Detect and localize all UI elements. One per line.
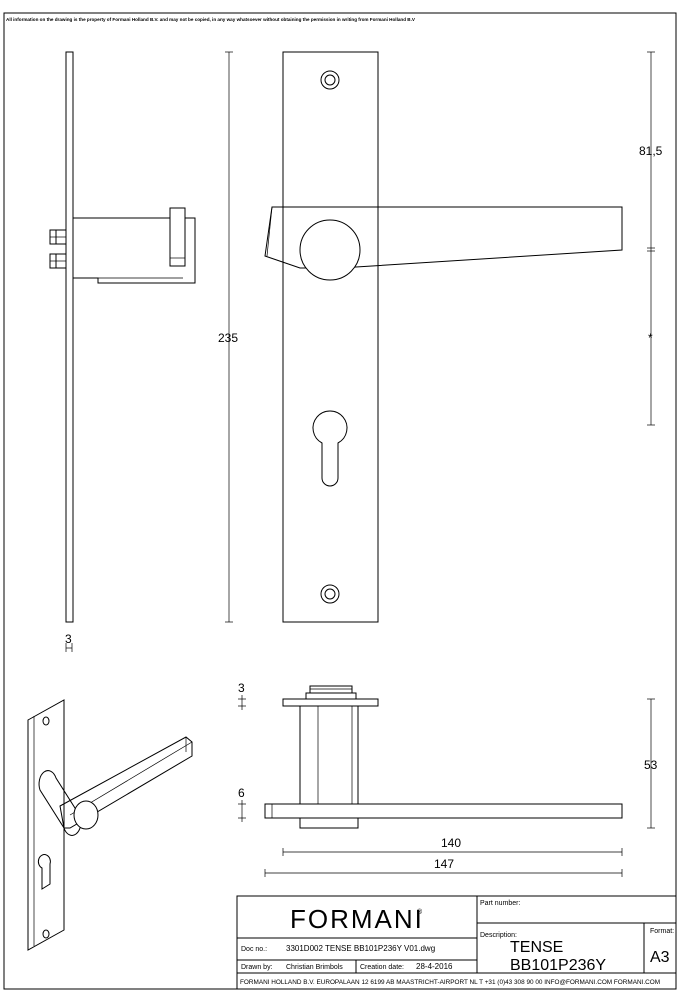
- brand-mark: ®: [417, 908, 423, 916]
- company-footer: FORMANI HOLLAND B.V. EUROPALAAN 12 6199 …: [240, 979, 660, 986]
- creation-date-value: 28-4-2016: [416, 962, 453, 971]
- dim-projection: 53: [644, 758, 658, 772]
- top-screw-outer: [320, 70, 340, 90]
- top-lower-boss: [299, 817, 359, 829]
- iso-screw-bottom: [42, 929, 50, 939]
- bottom-screw-outer: [320, 584, 340, 604]
- format-label: Format:: [650, 928, 674, 935]
- side-view: 3: [49, 51, 196, 652]
- description-label: Description:: [480, 932, 517, 939]
- top-view: [264, 685, 623, 829]
- bottom-screw-inner: [324, 588, 336, 600]
- doc-no-value: 3301D002 TENSE BB101P236Y V01.dwg: [286, 944, 435, 953]
- dim-asterisk: *: [648, 331, 653, 345]
- brand-logo: FORMANI: [290, 904, 424, 934]
- iso-screw-top: [42, 716, 50, 726]
- dim-side-thickness: 3: [65, 632, 72, 646]
- top-clip-1: [309, 685, 353, 694]
- front-rose: [299, 219, 361, 281]
- iso-plate: [27, 699, 65, 951]
- dim-lever-total: 147: [434, 857, 454, 871]
- creation-date-label: Creation date:: [360, 964, 404, 971]
- top-rose-plate: [282, 698, 379, 707]
- dim-lever-length: 140: [441, 836, 461, 850]
- dim-height-group: 235: [218, 51, 238, 623]
- description-line1: TENSE: [510, 939, 563, 956]
- drawn-by-label: Drawn by:: [241, 964, 273, 971]
- part-number-label: Part number:: [480, 900, 521, 907]
- front-plate: [282, 51, 379, 623]
- dim-top-view-group: 3 6 53 140 147: [238, 681, 658, 877]
- side-spindle-clips: [49, 229, 67, 269]
- side-handle-body-2: [73, 217, 196, 284]
- top-screw-inner: [324, 74, 336, 86]
- dim-height-total: 235: [218, 331, 238, 345]
- iso-view: [27, 699, 193, 951]
- front-view: [264, 51, 623, 623]
- disclaimer-text: All information on the drawing is the pr…: [6, 17, 416, 22]
- iso-knob: [73, 800, 99, 830]
- side-handle-cap: [169, 207, 186, 267]
- sheet-border: [3, 12, 677, 990]
- front-keyhole: [312, 410, 348, 487]
- top-neck: [299, 705, 359, 805]
- title-block: FORMANI ® Part number: Description: TENS…: [236, 895, 677, 990]
- dim-lever-thickness: 6: [238, 786, 245, 800]
- iso-keyhole: [37, 854, 51, 890]
- side-plate: [65, 51, 74, 623]
- dim-right-group: 81,5 *: [639, 51, 663, 426]
- front-lever-bevel: [266, 206, 273, 257]
- doc-no-label: Doc no.:: [241, 946, 267, 953]
- description-line2: BB101P236Y: [510, 957, 606, 974]
- format-value: A3: [650, 949, 670, 966]
- dim-rose-thickness: 3: [238, 681, 245, 695]
- dim-top-to-handle: 81,5: [639, 144, 663, 158]
- drawn-by-value: Christian Brimbols: [286, 964, 343, 971]
- top-lever-bar: [264, 803, 623, 819]
- top-clip-2: [305, 692, 357, 700]
